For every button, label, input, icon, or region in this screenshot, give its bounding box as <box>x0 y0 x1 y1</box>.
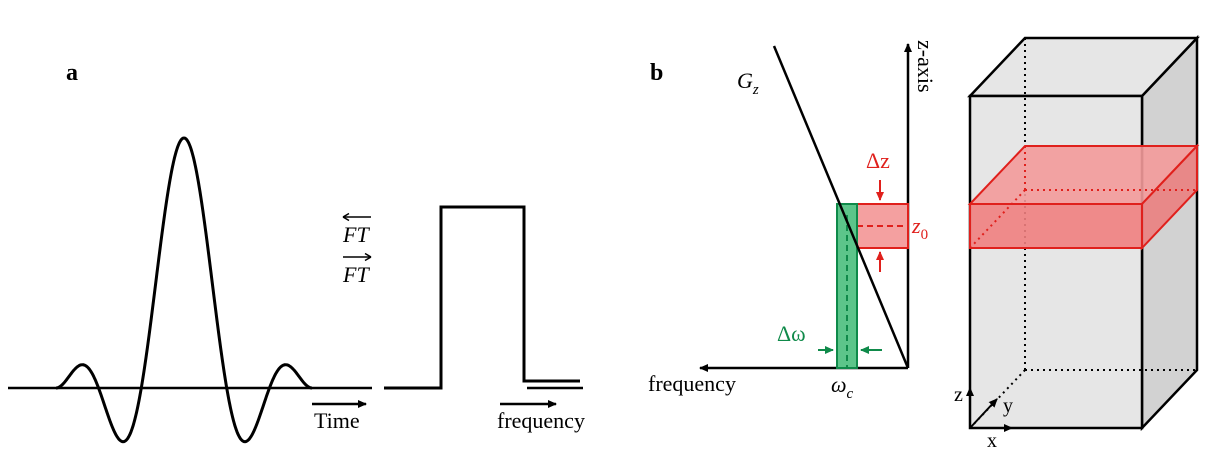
slab-hidden-diagonal <box>969 189 1026 249</box>
ft-forward-label: FT <box>342 262 370 287</box>
cube-axis-y-label: y <box>1003 395 1013 417</box>
z0-label: z0 <box>911 213 928 243</box>
cube-y-arrow <box>969 398 998 429</box>
slice-slab <box>967 143 1200 251</box>
frequency-label-a: frequency <box>497 408 585 433</box>
omega-c-label: ωc <box>831 372 854 402</box>
sinc-waveform <box>56 136 312 444</box>
slab-front <box>969 203 1143 249</box>
rect-function <box>384 205 580 390</box>
cube-axis-z-label: z <box>954 384 963 406</box>
fourier-transform-symbol: FT FT <box>342 212 372 287</box>
panel-a-label: a <box>66 60 78 86</box>
frequency-label-b: frequency <box>648 371 736 396</box>
ft-inverse-label: FT <box>342 222 370 247</box>
volume-cube: z y x <box>954 34 1200 450</box>
z-axis-label: z-axis <box>913 40 938 93</box>
panel-a: a Time FT FT frequency <box>8 60 585 444</box>
delta-omega-label: Δω <box>777 321 806 346</box>
gradient-line <box>772 45 910 369</box>
panel-b-label: b <box>650 60 663 86</box>
delta-z-label: Δz <box>866 148 890 173</box>
gradient-label: Gz <box>737 68 759 98</box>
time-label: Time <box>314 408 360 433</box>
panel-b: b z-axis frequency Gz Δz z0 Δω ωc <box>648 40 938 402</box>
cube-axis-x-label: x <box>987 430 997 450</box>
